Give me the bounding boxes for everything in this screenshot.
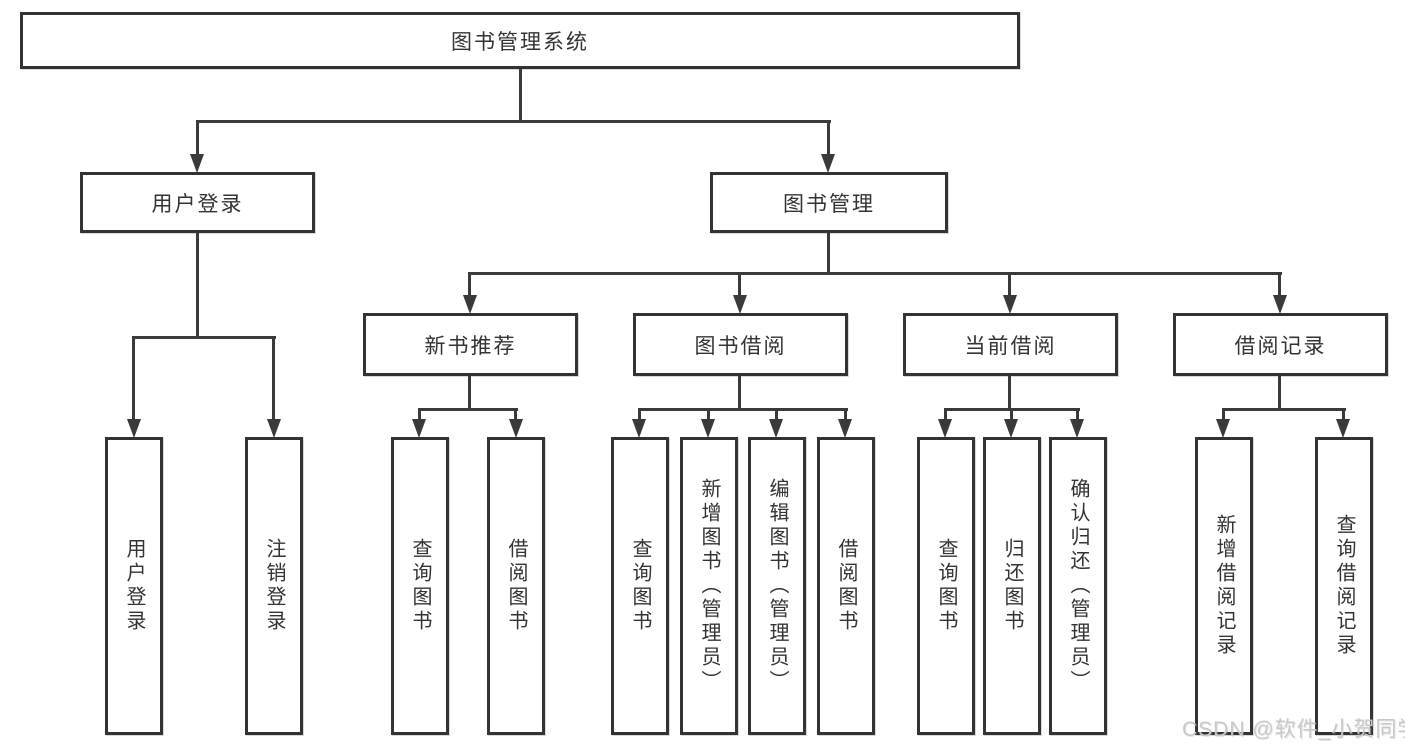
connector-userlogin-split bbox=[132, 336, 276, 339]
connector-bookmgmt-drop-2 bbox=[738, 272, 741, 298]
leaf-logout: 注销登录 bbox=[245, 437, 303, 735]
node-borrow-record: 借阅记录 bbox=[1173, 313, 1388, 376]
connector-bb-drop-1 bbox=[638, 408, 641, 422]
node-current-borrow-label: 当前借阅 bbox=[964, 334, 1057, 358]
connector-bb-drop-3 bbox=[775, 408, 778, 422]
connector-root-drop-left bbox=[196, 120, 199, 158]
leaf-cb-query-books: 查询图书 bbox=[917, 437, 975, 735]
leaf-br-query-record: 查询借阅记录 bbox=[1315, 437, 1373, 735]
connector-nbr-drop-1 bbox=[418, 408, 421, 422]
connector-bookmgmt-split bbox=[468, 272, 1282, 275]
leaf-cb-confirm-return-admin: 确认归还（管理员） bbox=[1049, 437, 1107, 735]
connector-root-drop-right bbox=[827, 120, 830, 158]
connector-bookmgmt-drop-3 bbox=[1008, 272, 1011, 298]
connector-cb-drop-2 bbox=[1010, 408, 1013, 422]
arrow-down-icon bbox=[1003, 295, 1017, 314]
arrow-down-icon bbox=[838, 419, 852, 438]
leaf-br-add-record-label: 新增借阅记录 bbox=[1213, 514, 1235, 658]
arrow-down-icon bbox=[267, 419, 281, 438]
arrow-down-icon bbox=[733, 295, 747, 314]
leaf-bb-borrow-books: 借阅图书 bbox=[817, 437, 875, 735]
connector-nbr-drop-2 bbox=[514, 408, 517, 422]
connector-bb-drop-2 bbox=[707, 408, 710, 422]
arrow-down-icon bbox=[821, 154, 835, 173]
connector-cb-stem bbox=[1008, 376, 1011, 410]
node-user-login-label: 用户登录 bbox=[151, 192, 244, 216]
leaf-bb-add-books-admin: 新增图书（管理员） bbox=[680, 437, 738, 735]
connector-br-drop-1 bbox=[1222, 408, 1225, 422]
connector-br-stem bbox=[1278, 376, 1281, 410]
leaf-nbr-borrow-books-label: 借阅图书 bbox=[505, 538, 527, 634]
leaf-nbr-query-books: 查询图书 bbox=[391, 437, 449, 735]
arrow-down-icon bbox=[632, 419, 646, 438]
connector-bookmgmt-drop-1 bbox=[468, 272, 471, 298]
connector-bookmgmt-stem bbox=[827, 233, 830, 272]
arrow-down-icon bbox=[1273, 295, 1287, 314]
node-user-login: 用户登录 bbox=[80, 172, 315, 233]
connector-br-drop-2 bbox=[1342, 408, 1345, 422]
leaf-cb-confirm-return-admin-label: 确认归还（管理员） bbox=[1067, 478, 1089, 694]
arrow-down-icon bbox=[127, 419, 141, 438]
node-book-management-label: 图书管理 bbox=[783, 192, 875, 216]
leaf-bb-edit-books-admin: 编辑图书（管理员） bbox=[748, 437, 806, 735]
node-book-borrow: 图书借阅 bbox=[633, 313, 848, 376]
node-borrow-record-label: 借阅记录 bbox=[1234, 334, 1327, 358]
node-book-borrow-label: 图书借阅 bbox=[694, 334, 787, 358]
arrow-down-icon bbox=[701, 419, 715, 438]
arrow-down-icon bbox=[190, 154, 204, 173]
leaf-cb-query-books-label: 查询图书 bbox=[935, 538, 957, 634]
arrow-down-icon bbox=[769, 419, 783, 438]
connector-bb-stem bbox=[738, 376, 741, 410]
connector-br-split bbox=[1222, 408, 1346, 411]
leaf-br-query-record-label: 查询借阅记录 bbox=[1333, 514, 1355, 658]
arrow-down-icon bbox=[463, 295, 477, 314]
node-book-management: 图书管理 bbox=[710, 172, 948, 233]
connector-root-split bbox=[196, 120, 831, 123]
leaf-cb-return-books: 归还图书 bbox=[983, 437, 1041, 735]
arrow-down-icon bbox=[938, 419, 952, 438]
leaf-bb-edit-books-admin-label: 编辑图书（管理员） bbox=[766, 478, 788, 694]
connector-nbr-stem bbox=[468, 376, 471, 410]
connector-bb-split bbox=[638, 408, 848, 411]
leaf-bb-query-books-label: 查询图书 bbox=[629, 538, 651, 634]
leaf-bb-query-books: 查询图书 bbox=[611, 437, 669, 735]
connector-bookmgmt-drop-4 bbox=[1278, 272, 1281, 298]
node-root-label: 图书管理系统 bbox=[451, 30, 589, 54]
arrow-down-icon bbox=[1004, 419, 1018, 438]
arrow-down-icon bbox=[1070, 419, 1084, 438]
node-new-book-rec: 新书推荐 bbox=[363, 313, 578, 376]
connector-userlogin-stem bbox=[196, 232, 199, 336]
csdn-watermark: CSDN @软件_小贺同学 bbox=[1182, 718, 1405, 741]
leaf-user-login: 用户登录 bbox=[105, 437, 163, 735]
node-current-borrow: 当前借阅 bbox=[903, 313, 1118, 376]
leaf-logout-label: 注销登录 bbox=[263, 538, 285, 634]
connector-userlogin-drop-2 bbox=[272, 336, 275, 421]
leaf-bb-add-books-admin-label: 新增图书（管理员） bbox=[698, 478, 720, 694]
arrow-down-icon bbox=[1216, 419, 1230, 438]
leaf-cb-return-books-label: 归还图书 bbox=[1001, 538, 1023, 634]
arrow-down-icon bbox=[412, 419, 426, 438]
connector-cb-drop-1 bbox=[944, 408, 947, 422]
connector-root-stem bbox=[519, 69, 522, 120]
node-root: 图书管理系统 bbox=[20, 12, 1020, 69]
connector-userlogin-drop-1 bbox=[132, 336, 135, 421]
connector-nbr-split bbox=[418, 408, 518, 411]
connector-bb-drop-4 bbox=[844, 408, 847, 422]
leaf-nbr-query-books-label: 查询图书 bbox=[409, 538, 431, 634]
leaf-bb-borrow-books-label: 借阅图书 bbox=[835, 538, 857, 634]
connector-cb-drop-3 bbox=[1076, 408, 1079, 422]
leaf-br-add-record: 新增借阅记录 bbox=[1195, 437, 1253, 735]
leaf-user-login-label: 用户登录 bbox=[123, 538, 145, 634]
node-new-book-rec-label: 新书推荐 bbox=[424, 334, 517, 358]
arrow-down-icon bbox=[1336, 419, 1350, 438]
arrow-down-icon bbox=[509, 419, 523, 438]
leaf-nbr-borrow-books: 借阅图书 bbox=[487, 437, 545, 735]
